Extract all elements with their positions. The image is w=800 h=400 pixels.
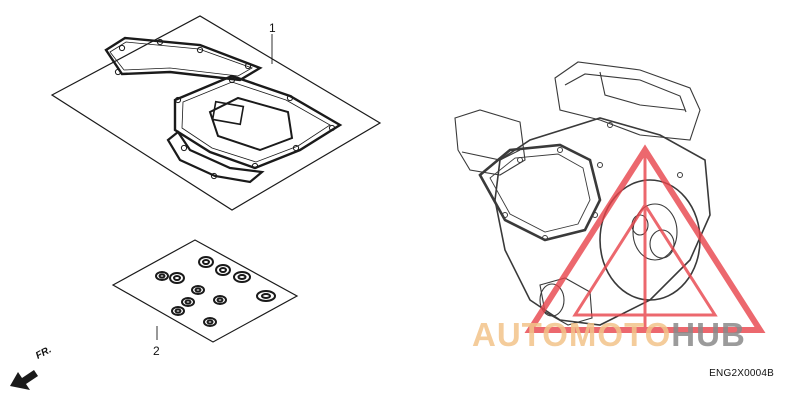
engine-block-left [454, 109, 526, 176]
kit-a-gasket-upper [104, 36, 263, 82]
watermark-text-hub: HUB [671, 316, 746, 353]
front-direction-arrow-icon [10, 370, 38, 390]
kit-a-gasket-inner [208, 96, 294, 152]
kit-b-o-rings [155, 256, 276, 327]
watermark-text-auto: AUTO [472, 316, 569, 353]
watermark-text-moto: MOTO [568, 316, 672, 353]
kit-a-gasket-lower [166, 130, 265, 184]
callout-number-1: 1 [269, 21, 276, 35]
engine-cylinder-head [554, 61, 701, 141]
callout-number-2: 2 [153, 344, 160, 358]
watermark-triangle [524, 144, 766, 333]
gasket-kit-a [50, 15, 382, 211]
engine-assembly [454, 61, 711, 326]
kit-a-gasket-cover [173, 74, 343, 170]
kit-a-bag-outline [50, 15, 382, 211]
drawing-code: ENG2X0004B [709, 368, 774, 379]
engine-crankcase [494, 117, 711, 326]
kit-b-bag-outline [111, 239, 299, 343]
watermark-logo: AUTOMOTOHUB [472, 318, 746, 351]
gasket-kit-b [111, 239, 299, 343]
